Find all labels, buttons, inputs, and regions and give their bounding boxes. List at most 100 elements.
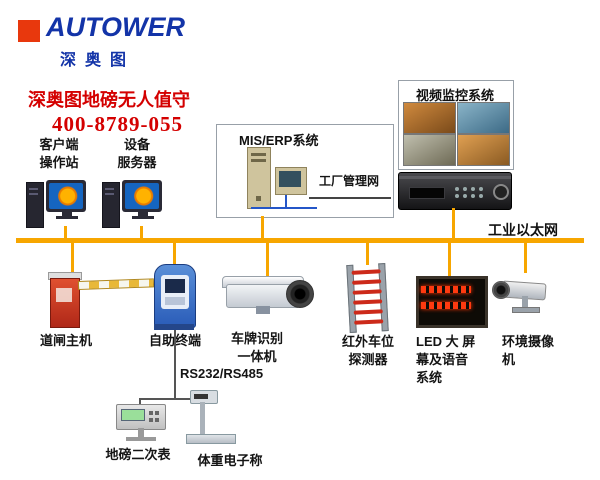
mis-power-button [256,196,261,201]
pc-screen [125,183,159,209]
serial-label: RS232/RS485 [180,366,264,381]
mis-erp-title: MIS/ERP系统 [239,133,319,148]
lpr-lens [286,280,314,308]
barrier-panel [56,288,72,302]
brand-subtitle: 深奥图 [60,52,136,69]
ir-rung [353,299,383,305]
pc-slit [29,188,38,190]
pc-slit [29,193,38,195]
dvr-icon [398,172,512,210]
lan-line [251,207,317,209]
video-thumbnail [403,102,456,134]
led-text-row [421,302,471,309]
pc-slit [105,193,114,195]
indicator-button [149,418,153,422]
indicator-device-icon [112,404,168,444]
factory-net-label: 工厂管理网 [318,174,379,188]
mis-monitor-icon [275,167,307,195]
barrier-gate-icon [40,268,156,328]
indicator-stand [138,428,144,437]
kiosk-screen [165,279,185,293]
pc-base [56,216,78,219]
mis-slot [251,159,266,162]
client-station-label: 客户端 操作站 [39,137,79,171]
dvr-strip [399,176,511,179]
indicator-body [116,404,166,430]
lpr-bracket [256,306,270,314]
video-thumbnail [457,102,510,134]
scale-screen [194,394,208,399]
ir-detector-label: 红外车位 探测器 [341,334,394,368]
video-thumbnail [403,134,456,166]
mis-screen [279,171,301,187]
connector-line [64,226,67,239]
ethernet-bus-label: 工业以太网 [488,222,558,238]
connector-line [266,242,269,277]
serial-line [174,330,176,398]
brand-logo: AUTOWER 深奥图 [16,12,196,72]
barrier-arm [77,278,155,290]
indicator-button [149,411,153,415]
kiosk-keypad [165,297,185,305]
cctv-camera-icon [492,272,564,324]
env-camera-label: 环境摄像 机 [502,334,555,368]
scale-column [200,402,205,434]
brand-logo-icon [18,20,40,42]
dvr-display [409,187,445,199]
ir-rung [353,309,383,315]
video-thumbnail [457,134,510,166]
serial-line [139,398,141,406]
mis-slot [251,153,266,156]
ethernet-bus-line [16,238,584,243]
ir-rung [351,269,381,275]
ir-rung [352,279,382,285]
equipment-server-label: 设备 服务器 [117,137,157,171]
kiosk-body [154,264,196,328]
brand-name: AUTOWER [46,12,185,42]
pc-stand [62,212,72,216]
connector-line [366,242,369,265]
phone-number: 400-8789-055 [52,112,183,136]
kiosk-base [154,324,194,330]
pc-monitor [122,180,162,212]
dvr-knob [493,184,509,200]
barrier-host-label: 道闸主机 [39,333,92,348]
mis-server-tower-icon [247,147,271,209]
connector-line [261,216,264,239]
pc-monitor [46,180,86,212]
lpr-camera-icon [222,276,314,316]
barrier-cabinet [50,278,80,328]
page-title: 深奥图地磅无人值守 [28,90,190,110]
serial-line [139,398,213,400]
platform-scale-icon [186,390,238,446]
kiosk-icon [154,264,196,332]
cctv-mount-base [512,307,540,313]
connector-line [452,208,455,239]
indicator-button [155,411,159,415]
ir-rung [352,289,382,295]
cctv-mount-arm [522,296,528,308]
lpr-camera-label: 车牌识别 一体机 [230,331,283,365]
led-screen-label: LED 大 屏 幕及语音 系统 [416,334,476,386]
server-computer-icon [102,178,164,230]
pc-slit [105,188,114,190]
connector-line [524,242,527,273]
video-surveillance-title: 视频监控系统 [416,88,495,103]
connector-line [71,242,74,276]
video-surveillance-box: 视频监控系统 [398,80,514,170]
dvr-buttons [455,187,459,191]
indicator-button [155,418,159,422]
lan-line [285,195,287,209]
pc-screen [49,183,83,209]
led-screen-icon [416,276,488,328]
electronic-scale-label: 体重电子称 [197,453,263,468]
connector-line [173,242,176,265]
scale-platform [186,434,236,444]
client-computer-icon [26,178,88,230]
factory-net-line [309,197,391,199]
pc-base [132,216,154,219]
mis-erp-box: MIS/ERP系统 工厂管理网 [216,124,394,218]
indicator-screen [121,409,145,421]
cctv-lens [492,281,510,299]
